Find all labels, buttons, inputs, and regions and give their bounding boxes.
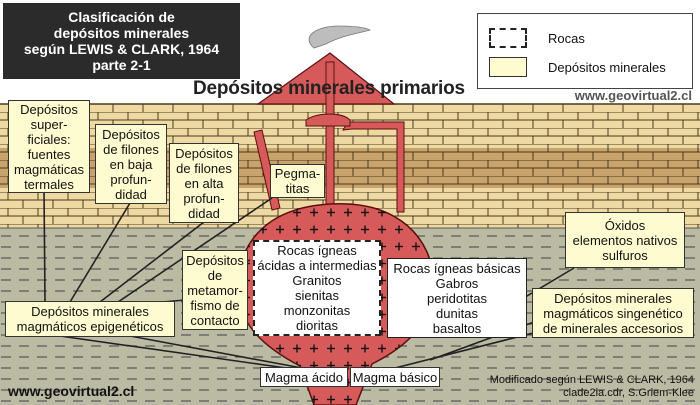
- box-line: peridotitas: [427, 290, 487, 306]
- box-line: monzonitas: [283, 303, 351, 318]
- box-line: sienitas: [294, 288, 340, 303]
- box-line: termales: [24, 176, 74, 192]
- box-line: profun-: [110, 171, 152, 187]
- box-line: didad: [115, 186, 147, 202]
- box-line: Granitos: [292, 273, 342, 288]
- box-line: Magma ácido: [264, 369, 344, 385]
- box-line: dioritas: [296, 318, 338, 333]
- box-pegmatites: Pegma- titas: [270, 164, 325, 198]
- box-line: contacto: [190, 312, 240, 328]
- box-line: Depósitos: [186, 252, 244, 268]
- watermark-top: www.geovirtual2.cl: [574, 88, 692, 103]
- box-epigenetic-deposits: Depósitos minerales magmáticos epigenéti…: [5, 301, 175, 337]
- box-line: Depósitos minerales: [31, 304, 149, 319]
- box-line: basaltos: [432, 320, 482, 336]
- legend: Rocas Depósitos minerales: [477, 13, 693, 89]
- box-line: profun-: [183, 190, 225, 206]
- box-line: magmáticas: [13, 161, 85, 177]
- eruption-plume: [308, 25, 372, 49]
- box-shallow-veins: Depósitos de filones en baja profun- did…: [95, 124, 167, 204]
- credit-line: clade2ia.cdr, S.Griem-Klee: [563, 387, 694, 399]
- box-basic-magma: Magma básico: [350, 367, 440, 387]
- credit-line: Modificado según LEWIS & CLARK, 1964: [489, 374, 694, 386]
- box-line: magmáticos singenético: [543, 305, 683, 321]
- box-line: fuentes: [27, 146, 71, 162]
- box-line: Depósitos: [20, 101, 78, 117]
- box-line: Depósitos: [175, 145, 233, 161]
- box-acid-magma: Magma ácido: [260, 367, 348, 387]
- box-line: sulfuros: [602, 247, 648, 263]
- box-oxides-natives-sulfides: Óxidos elementos nativos sulfuros: [565, 212, 685, 268]
- box-line: dunitas: [436, 305, 478, 321]
- box-line: de: [207, 267, 223, 283]
- legend-deposits-swatch: [489, 57, 527, 77]
- watermark-bottom: www.geovirtual2.cl: [8, 383, 135, 399]
- title-line: Clasificación de: [68, 9, 175, 25]
- box-deep-veins: Depósitos de filones en alta profun- did…: [169, 143, 239, 223]
- box-line: Pegma-: [274, 166, 321, 181]
- legend-deposits-label: Depósitos minerales: [548, 60, 666, 75]
- title-line: depósitos minerales: [53, 25, 190, 41]
- box-line: de filones: [176, 160, 232, 176]
- laccolith-sill: [305, 113, 351, 127]
- box-line: Depósitos minerales: [554, 290, 672, 306]
- title-line: parte 2-1: [92, 57, 151, 73]
- box-line: ácidas a intermedias: [257, 258, 377, 273]
- box-basic-igneous-rocks: Rocas ígneas básicas Gabros peridotitas …: [387, 258, 527, 338]
- primary-deposits-heading: Depósitos minerales primarios: [193, 78, 465, 99]
- box-line: ficiales:: [27, 131, 71, 147]
- diagram-title: Clasificación de depósitos minerales seg…: [3, 3, 240, 79]
- title-line: según LEWIS & CLARK, 1964: [23, 41, 220, 57]
- box-line: Rocas ígneas: [277, 243, 357, 258]
- box-line: Magma básico: [352, 369, 438, 385]
- box-line: de filones: [103, 141, 159, 157]
- box-line: de minerales accesorios: [542, 320, 684, 336]
- box-contact-metamorphism: Depósitos de metamor- fismo de contacto: [182, 250, 248, 330]
- box-line: en baja: [109, 156, 153, 172]
- box-acid-igneous-rocks: Rocas ígneas ácidas a intermedias Granit…: [253, 240, 381, 336]
- branching-dike: [342, 121, 405, 213]
- legend-rocks-label: Rocas: [548, 31, 585, 46]
- box-line: titas: [285, 181, 310, 196]
- box-line: fismo de: [190, 297, 240, 313]
- box-line: Depósitos: [102, 126, 160, 142]
- box-line: elementos nativos: [572, 232, 678, 248]
- box-line: didad: [188, 205, 220, 221]
- box-line: en alta: [184, 175, 224, 191]
- box-syngenetic-deposits: Depósitos minerales magmáticos singenéti…: [532, 288, 694, 338]
- credit-note: Modificado según LEWIS & CLARK, 1964 cla…: [490, 374, 694, 400]
- box-line: Rocas ígneas básicas: [393, 260, 521, 276]
- box-line: Gabros: [435, 275, 479, 291]
- box-line: Óxidos: [604, 217, 646, 233]
- box-line: metamor-: [187, 282, 243, 298]
- legend-rocks-swatch: [489, 28, 527, 48]
- box-line: super-: [30, 116, 68, 132]
- box-superficial-deposits: Depósitos super- ficiales: fuentes magmá…: [8, 100, 90, 193]
- box-line: magmáticos epigenéticos: [16, 319, 164, 334]
